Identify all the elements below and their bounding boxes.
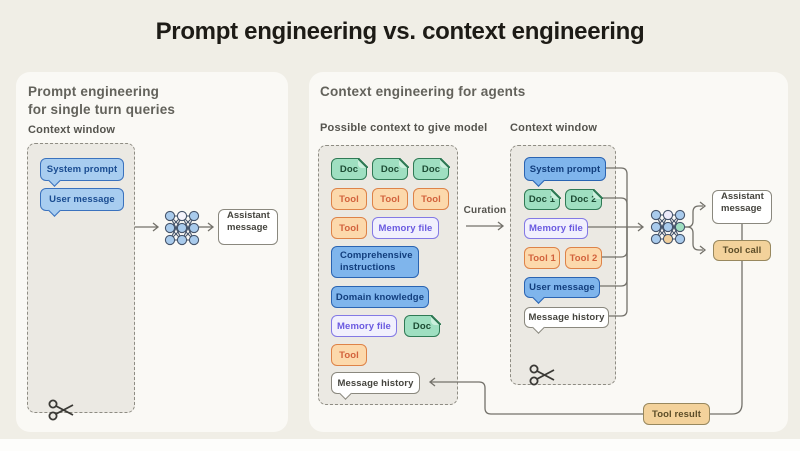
tool-result-box: Tool result — [643, 403, 710, 425]
doc-chip: Doc — [404, 314, 441, 337]
left-flow-lines — [135, 210, 215, 246]
doc-chip: Doc — [372, 157, 409, 180]
comprehensive-instructions-chip: Comprehensive instructions — [331, 246, 419, 278]
system-prompt-chip: System prompt — [40, 158, 124, 181]
doc1-chip: Doc 1 — [524, 188, 561, 210]
tool-call-box: Tool call — [713, 240, 771, 261]
assistant-message-box: Assistant message — [218, 209, 278, 245]
memory-file-chip: Memory file — [372, 217, 439, 239]
prompt-engineering-panel: Prompt engineering for single turn queri… — [16, 72, 288, 432]
bottom-strip — [0, 439, 800, 451]
tool-chip: Tool — [331, 344, 367, 366]
domain-knowledge-chip: Domain knowledge — [331, 286, 429, 308]
left-context-window-box: System prompt User message — [27, 143, 135, 413]
context-window-label-right: Context window — [510, 122, 598, 134]
tool-chip: Tool — [372, 188, 408, 210]
message-history-chip: Message history — [331, 372, 420, 394]
tool-chip: Tool — [331, 188, 367, 210]
panel-heading-line2: for single turn queries — [28, 101, 176, 117]
panel-heading-prompt-engineering: Prompt engineering for single turn queri… — [28, 83, 175, 118]
panel-heading-context-engineering: Context engineering for agents — [320, 84, 526, 99]
message-history-chip: Message history — [524, 307, 609, 328]
context-window-label: Context window — [28, 124, 116, 136]
scissors-icon — [48, 399, 74, 421]
network-icon — [164, 210, 200, 246]
possible-context-box: Doc Doc Doc Tool Tool Tool Tool Memory f… — [318, 145, 458, 405]
doc-chip: Doc — [413, 157, 450, 180]
doc2-chip: Doc 2 — [565, 188, 603, 210]
memory-file-chip: Memory file — [524, 218, 588, 239]
comprehensive-line2: instructions — [340, 262, 396, 273]
network-icon — [650, 209, 686, 245]
curation-label: Curation — [463, 205, 507, 216]
doc-chip: Doc — [331, 157, 368, 180]
context-engineering-panel: Context engineering for agents Possible … — [309, 72, 788, 432]
comprehensive-line1: Comprehensive — [340, 250, 413, 261]
tool1-chip: Tool 1 — [524, 247, 560, 269]
system-prompt-chip: System prompt — [524, 157, 606, 181]
page-title: Prompt engineering vs. context engineeri… — [155, 18, 645, 45]
tool2-chip: Tool 2 — [565, 247, 602, 269]
scissors-icon — [529, 364, 555, 386]
tool-chip: Tool — [413, 188, 449, 210]
assistant-message-box: Assistant message — [712, 190, 772, 224]
user-message-chip: User message — [40, 188, 124, 211]
tool-chip: Tool — [331, 217, 367, 239]
right-flow-lines — [428, 167, 743, 415]
panel-heading-line1: Prompt engineering — [28, 84, 160, 99]
possible-context-label: Possible context to give model — [320, 122, 488, 134]
user-message-chip: User message — [524, 277, 600, 298]
memory-file-chip: Memory file — [331, 315, 397, 337]
right-context-window-box: System prompt Doc 1 Doc 2 Memory file To… — [510, 145, 616, 385]
